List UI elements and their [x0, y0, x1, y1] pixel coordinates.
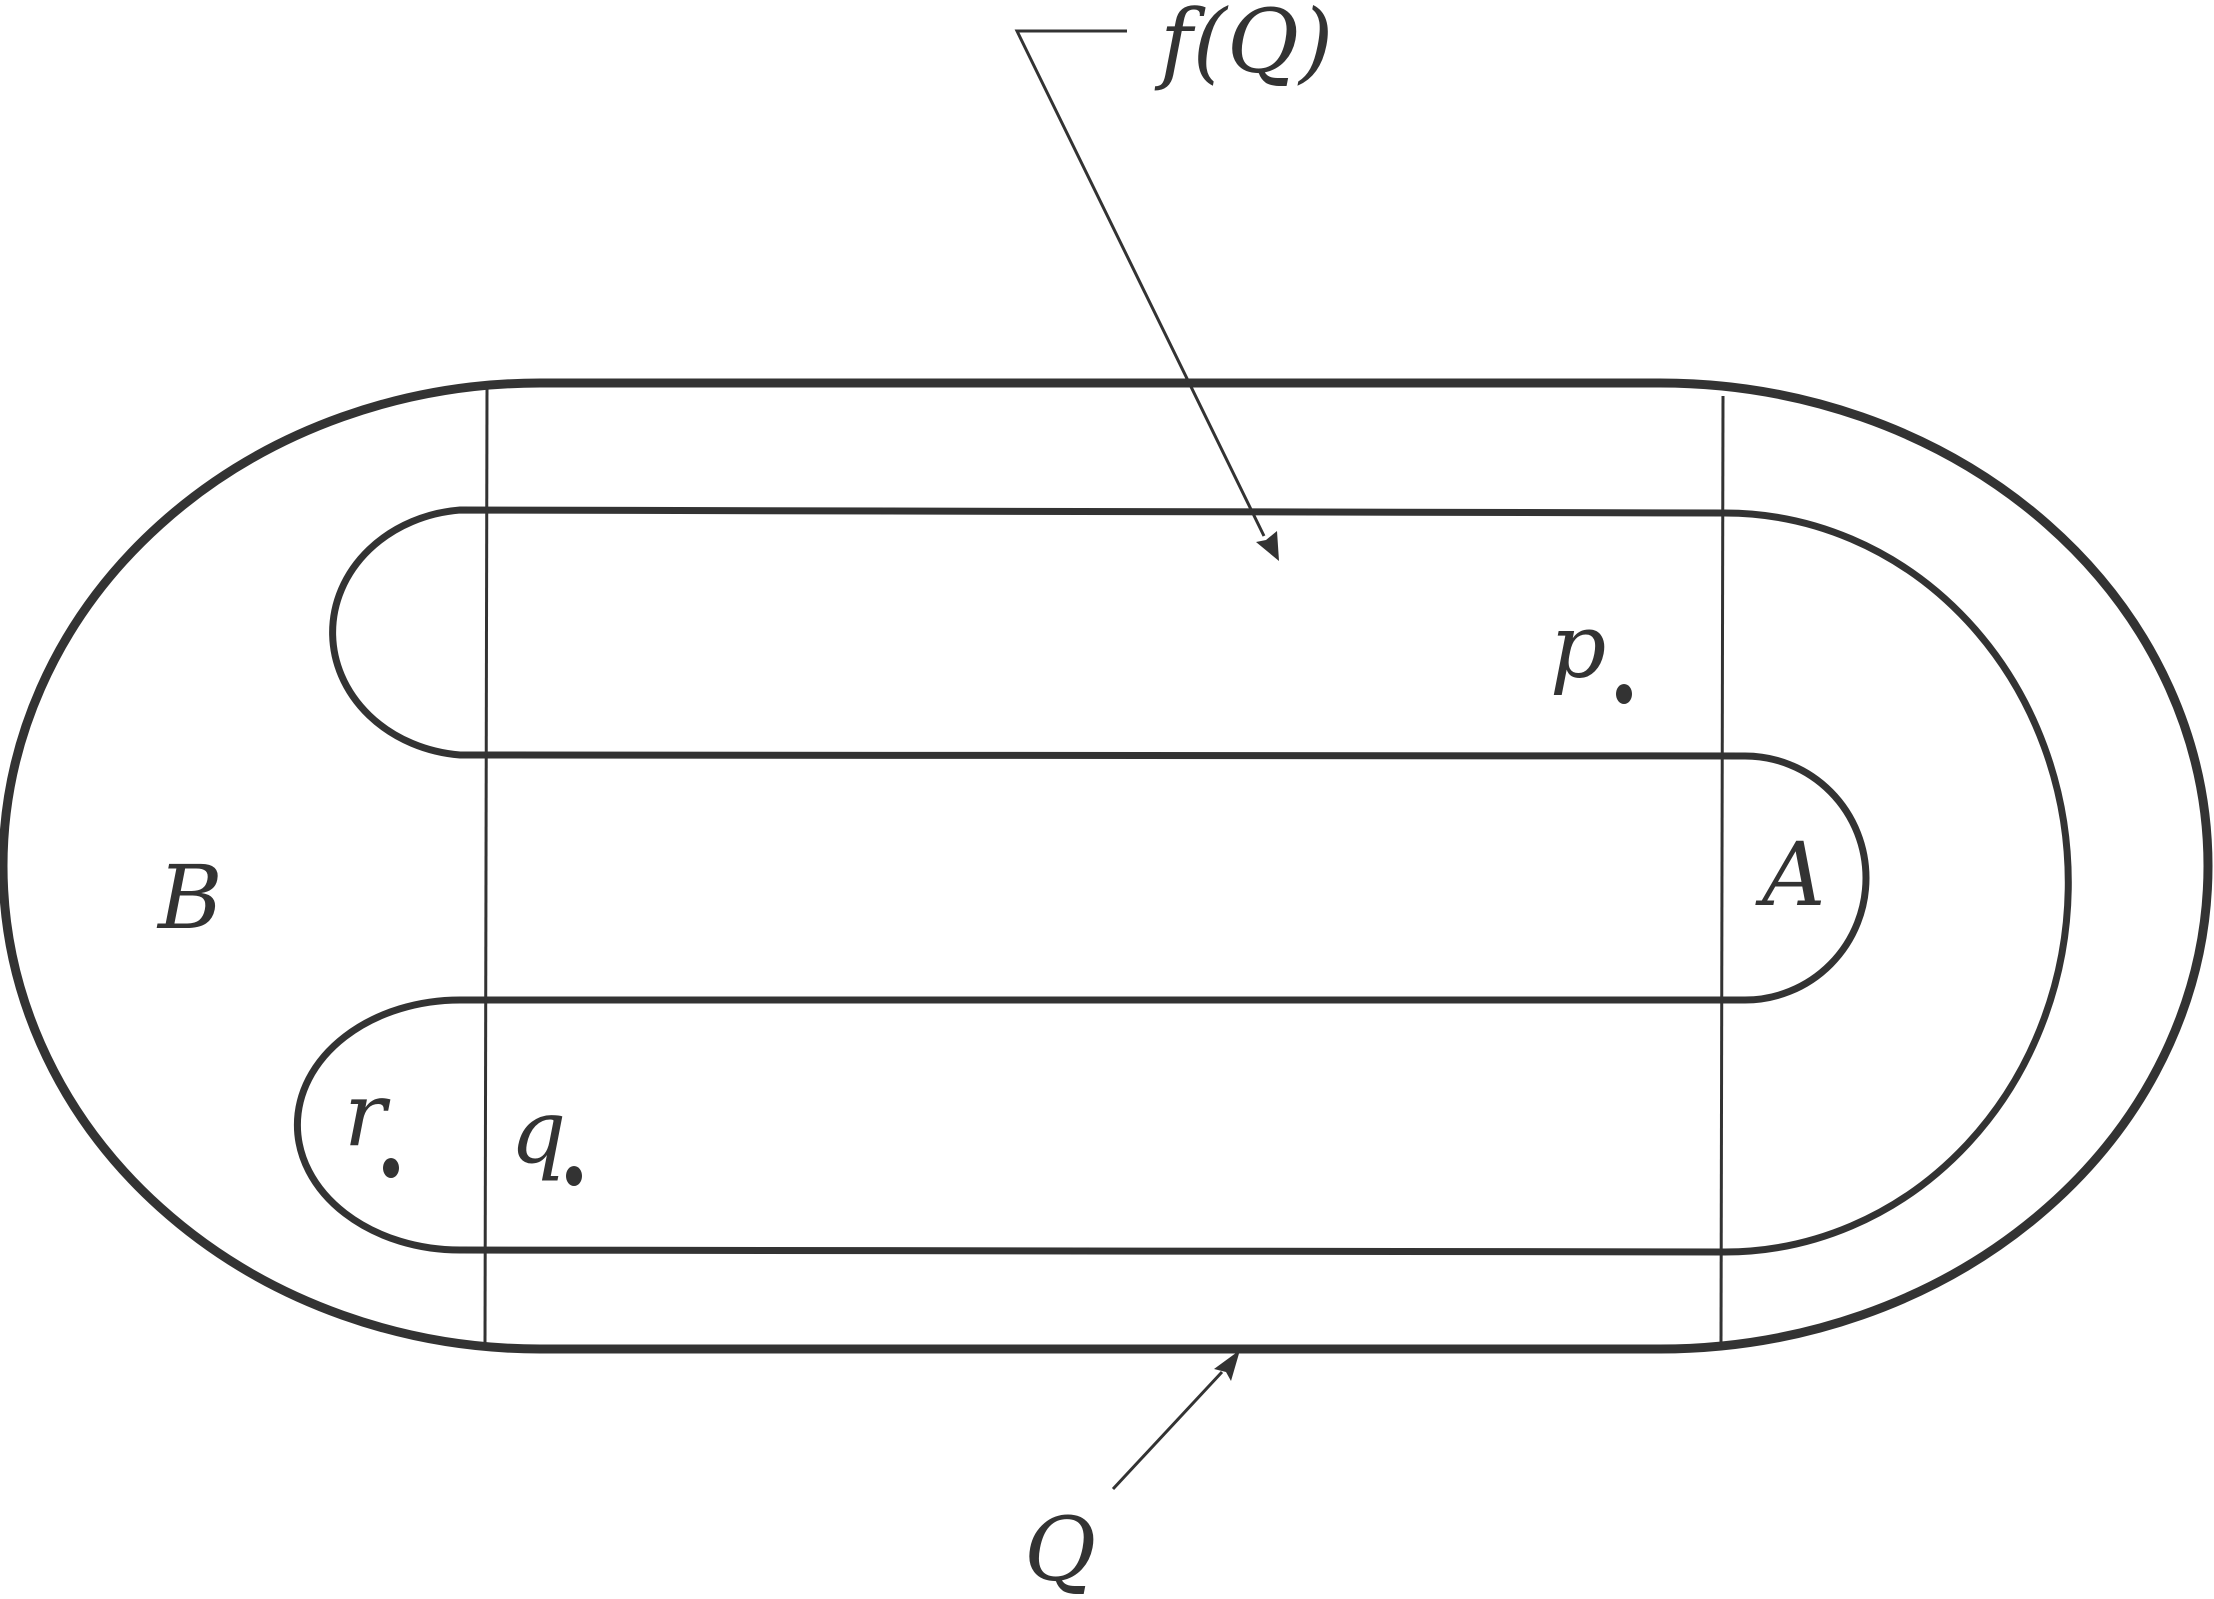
label-B: B	[156, 846, 223, 949]
label-fQ: f(Q)	[1154, 0, 1333, 93]
outer-stadium-boundary	[0, 378, 2213, 1354]
fQ-arrowhead	[1256, 531, 1279, 561]
label-r: r	[344, 1063, 391, 1166]
fQ-leader-line	[1014, 29, 1266, 537]
point-p-dot	[1616, 684, 1632, 704]
label-q: q	[510, 1080, 566, 1183]
left-vertical-chord	[483, 387, 489, 1345]
point-r-dot	[383, 1158, 399, 1178]
label-p: p	[1550, 595, 1606, 698]
point-q-dot	[566, 1166, 582, 1186]
image-band-outer-loop	[293, 506, 2072, 1256]
label-A: A	[1755, 823, 1826, 926]
right-vertical-chord	[1719, 395, 1725, 1347]
Q-leader-line	[1111, 1370, 1224, 1491]
label-Q: Q	[1024, 1498, 1096, 1599]
Q-arrowhead	[1214, 1350, 1240, 1381]
